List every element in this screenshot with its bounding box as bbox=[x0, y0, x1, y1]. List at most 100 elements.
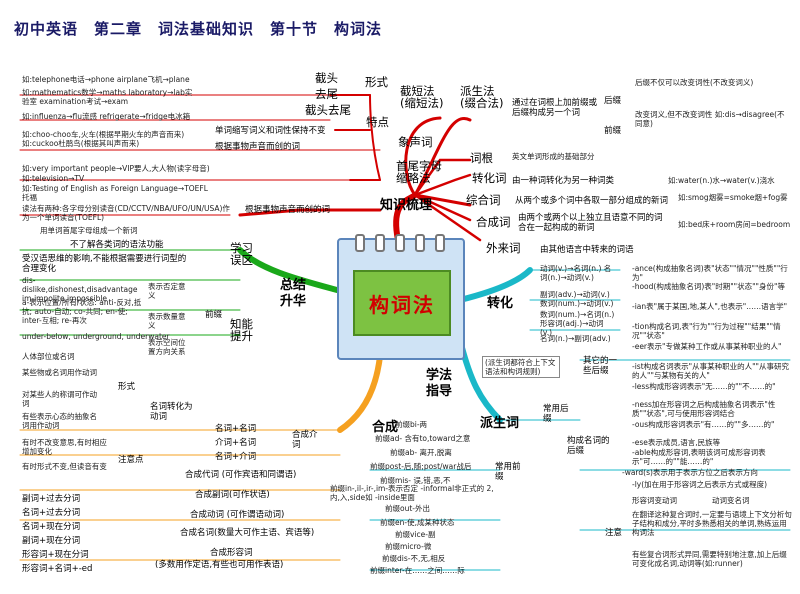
ring-icon bbox=[395, 234, 405, 252]
xr6: 形容词+名词+-ed bbox=[22, 564, 93, 574]
hechengxingrong: 合成形容词 bbox=[210, 548, 253, 558]
h7: -less构成形容词表示"无……的""不……的" bbox=[632, 382, 776, 391]
zy-p2: 有些复合词形式异同,需要特别地注意,加上后缀可变化成名词,动词等(如:runne… bbox=[632, 550, 787, 568]
zy2: 有时形式不变,但读音有变 bbox=[22, 462, 107, 471]
q10: 前缀micro-微 bbox=[385, 542, 432, 551]
q6: 前缀in-,il-,ir-,im-表示否定 -informal非正式的 2,内,… bbox=[330, 484, 494, 502]
h5: -eer表示"专做某种工作或从事某种职业的人" bbox=[632, 342, 782, 351]
jieci: 介词+名词 bbox=[215, 438, 257, 448]
houzhui-desc: 后缀不仅可以改变词性(不改变词义) bbox=[635, 78, 754, 87]
node-qianzhui: 前缀 bbox=[604, 126, 622, 136]
q12: 前缀inter-在……之间……际 bbox=[370, 566, 465, 575]
hechengfuci: 合成副词(可作状语) bbox=[195, 490, 270, 500]
q1: 前缀bi-两 bbox=[395, 420, 428, 429]
h13: -ly(加在用于形容词之后表示方式或程度) bbox=[632, 480, 768, 489]
changyong-qian: 常用前缀 bbox=[495, 462, 521, 482]
sz-ex3: 如:Testing of English as Foreign Language… bbox=[22, 184, 208, 202]
ex-quwei: 如:mathematics数学→maths laboratory→lab实验室 … bbox=[22, 88, 193, 106]
node-jieduan: 截短法(缩短法) bbox=[400, 84, 444, 110]
qz-sl-ex: a-表示位置/所有/状态: anti-反对,抵抗; auto-自动; co-共同… bbox=[22, 298, 142, 325]
q4: 前缀post-后,随;post/war战后 bbox=[370, 462, 472, 471]
node-zonghe: 综合词 bbox=[466, 193, 501, 207]
branch-hecheng: 合成 bbox=[372, 420, 399, 435]
branch-paisheng: 派生词 bbox=[480, 416, 520, 431]
qz-kj: 表示空间位置方向关系 bbox=[148, 338, 186, 356]
z4: 名词(n.)→副词(adv.) bbox=[540, 334, 611, 343]
node-mingci: 名词转化为动词 bbox=[150, 402, 193, 422]
node-jietou: 截头 bbox=[315, 71, 338, 85]
xr4: 副词+现在分词 bbox=[22, 536, 81, 546]
mc1: 人体部位或名词 bbox=[22, 352, 75, 361]
branch-xuefa: 学法指导 bbox=[426, 368, 453, 399]
hechengdongci: 合成动词 (可作谓语动词) bbox=[190, 510, 285, 520]
hecheng-ex: 如:bed床+room房间=bedroom bbox=[678, 220, 791, 229]
zhuyi2: 注意 bbox=[605, 528, 623, 538]
branch-zhishi: 知识梳理 bbox=[380, 198, 433, 213]
node-jietouquwei: 截头去尾 bbox=[305, 103, 351, 117]
mc3: 对某些人的称谓可作动词 bbox=[22, 390, 97, 408]
node-zhineng: 知能提升 bbox=[230, 317, 253, 343]
qz-kj-ex: under-below, underground, underwater bbox=[22, 332, 170, 341]
sz-note2: 用单词首尾字母组成一个新词 bbox=[40, 226, 138, 235]
center-node: 构词法 bbox=[337, 234, 465, 360]
q3: 前缀ab- 离开,脱离 bbox=[390, 448, 452, 457]
h1: -ance(构成抽象名词)表"状态""情况""性质""行为" bbox=[632, 264, 788, 282]
ring-icon bbox=[355, 234, 365, 252]
sz-ex2: 如:television→TV bbox=[22, 174, 85, 183]
ring-icon bbox=[375, 234, 385, 252]
xr2: 名词+过去分词 bbox=[22, 508, 81, 518]
sz-ex1: 如:very important people→VIP要人,大人物(读字母音) bbox=[22, 164, 210, 173]
changyong-hou: 常用后缀 bbox=[543, 404, 569, 424]
branch-zongjie: 总结升华 bbox=[280, 278, 307, 309]
node-qz: 前缀 bbox=[205, 310, 223, 320]
zonghe-ex: 如:smog烟雾=smoke烟+fog雾 bbox=[678, 193, 788, 202]
dongci: 动词变名词 bbox=[712, 496, 750, 505]
zhuanhua-ex: 如:water(n.)水→water(v.)浇水 bbox=[668, 176, 775, 185]
page-title: 初中英语 第二章 词法基础知识 第十节 构词法 bbox=[14, 20, 383, 38]
branch-zhuanhua: 转化 bbox=[487, 296, 514, 311]
paisheng-desc: 通过在词根上加前缀或后缀构成另一个词 bbox=[512, 98, 598, 118]
h3: -ian表"属于某国,地,某人",也表示"……语言学" bbox=[632, 302, 788, 311]
z3: 数词(num.)→名词(n.) 形容词(adj.)→动词(v.) bbox=[540, 310, 615, 337]
zy-p1: 在翻译这种复合词时,一定要与语境上下文分析句子结构和成分,平时多熟悉相关的单词,… bbox=[632, 510, 792, 537]
wailai-desc: 由其他语言中转来的词语 bbox=[540, 245, 634, 255]
node-paisheng-fa: 派生法(缀合法) bbox=[460, 84, 504, 110]
zonghe-desc: 从两个或多个词中各取一部分组成的新词 bbox=[515, 196, 669, 206]
h11: -able构成形容词,表明该词可成形容词表示"可……的""能……的" bbox=[632, 448, 766, 466]
jieci2: 名词+介词 bbox=[215, 452, 257, 462]
cigen-desc: 英文单词形成的基础部分 bbox=[512, 152, 595, 161]
node-tedian: 特点 bbox=[366, 115, 389, 129]
node-cigen: 词根 bbox=[470, 151, 493, 165]
cihui: 名词+名词 bbox=[215, 424, 257, 434]
h9: -ous构成形容词表示"有……的""多……的" bbox=[632, 420, 775, 429]
h8: -ness加在形容词之后构成抽象名词表示"性质""状态",可与使用形容词结合 bbox=[632, 400, 776, 418]
node-hechengci: 合成词 bbox=[476, 215, 511, 229]
sz-note: 读法有两种:各字母分别读音(CD/CCTV/NBA/UFO/UN/USA)作为一… bbox=[22, 204, 230, 222]
sz-desc: 根据事物声音而创的词 bbox=[245, 205, 331, 215]
ex-jietou: 如:telephone电话→phone airplane飞机→plane bbox=[22, 75, 190, 84]
z1: 动词(v.)→名词(n.) 名词(n.)→动词(v.) bbox=[540, 264, 612, 282]
ring-icon bbox=[435, 234, 445, 252]
hechengxingrong-desc: (多数用作定语,有些也可用作表语) bbox=[155, 560, 284, 570]
node-zhuanhuaci: 转化词 bbox=[472, 171, 507, 185]
center-title: 构词法 bbox=[369, 292, 435, 317]
h10: -ese表示成员,语言,民族等 bbox=[632, 438, 721, 447]
node-wailai: 外来词 bbox=[486, 241, 521, 255]
ring-icon bbox=[415, 234, 425, 252]
zy1: 有时不改变意思,有时相应增加变化 bbox=[22, 438, 107, 456]
mc2: 某些物或名词用作动词 bbox=[22, 368, 97, 377]
center-title-box: 构词法 bbox=[353, 270, 451, 336]
mc4: 有些表示心态的抽象名词用作动词 bbox=[22, 412, 97, 430]
xiangsheng-desc: 根据事物声音而创的词 bbox=[215, 142, 301, 152]
qita: 其它的一些后缀 bbox=[583, 356, 618, 376]
node-quwei: 去尾 bbox=[315, 87, 338, 101]
q8: 前缀en-使,成某种状态 bbox=[380, 518, 455, 527]
node-xiangsheng: 象声词 bbox=[398, 135, 433, 149]
gouchengmingci: 构成名词的后缀 bbox=[567, 436, 610, 456]
tedian-desc: 单词缩写词义和词性保持不变 bbox=[215, 126, 326, 136]
zhuanhua-desc: 由一种词转化为另一种词类 bbox=[512, 176, 615, 186]
h6: -ist构成名词表示"从事某种职业的人""从事研究的人""与某物有关的人" bbox=[632, 362, 789, 380]
xr1: 副词+过去分词 bbox=[22, 494, 81, 504]
hechengmingci: 合成名词(数量大可作主语、宾语等) bbox=[180, 528, 315, 538]
q9: 前缀vice-副 bbox=[395, 530, 436, 539]
